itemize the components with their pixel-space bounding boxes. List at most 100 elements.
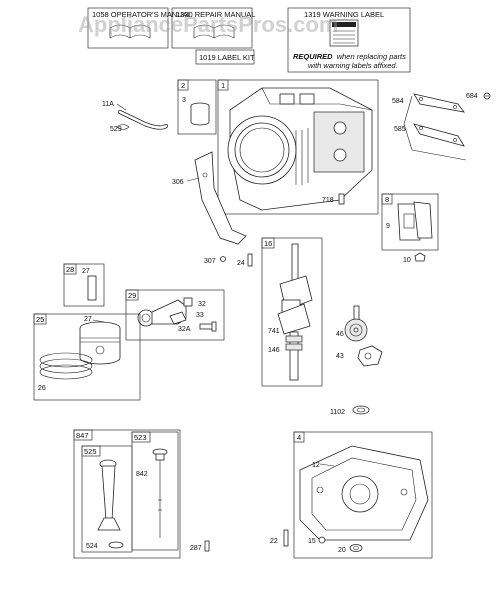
box-525-number: 525 (84, 447, 97, 456)
screw-684 (483, 92, 491, 100)
part-label-585: 585 (394, 126, 406, 133)
box-29 (125, 289, 225, 341)
part-label-22: 22 (270, 538, 278, 545)
oil-drain-plug (318, 536, 326, 544)
part-label-524: 524 (86, 543, 98, 550)
part-label-9: 9 (386, 223, 390, 230)
part-label-718: 718 (322, 197, 334, 204)
screw-22 (283, 529, 289, 547)
part-label-46: 46 (336, 331, 344, 338)
cylinder-bushing (190, 102, 210, 126)
camshaft (344, 305, 368, 342)
part-label-287: 287 (190, 545, 202, 552)
part-label-20: 20 (338, 547, 346, 554)
box-29-number: 29 (128, 291, 136, 300)
label-kit-title: 1019 LABEL KIT (199, 53, 255, 62)
cylinder-block (227, 87, 373, 211)
part-label-584: 584 (392, 98, 404, 105)
part-label-10: 10 (403, 257, 411, 264)
box-28 (63, 263, 105, 307)
operators-manual-box: 1058 OPERATOR'S MANUAL (87, 7, 192, 49)
part-label-529: 529 (110, 126, 122, 133)
part-label-306: 306 (172, 179, 184, 186)
part-label-3: 3 (182, 97, 186, 104)
crankshaft (277, 243, 313, 381)
crank-gear (285, 335, 303, 351)
dowel-pin (338, 193, 345, 205)
box-1 (217, 79, 379, 215)
valve-cover-gasket-584 (413, 93, 465, 113)
box-16 (261, 237, 323, 387)
warning-required-text: REQUIRED (293, 52, 333, 61)
box-4 (293, 431, 433, 559)
box-8 (381, 193, 439, 251)
box-2 (177, 79, 217, 135)
box-25-number: 25 (36, 315, 44, 324)
watermark: AppliancePartsPros.com (78, 12, 338, 37)
breather-tube (117, 109, 169, 130)
warning-sticker-icon (329, 19, 359, 47)
repair-manual-title: 1330 REPAIR MANUAL (176, 10, 255, 19)
box-4-number: 4 (297, 433, 301, 442)
piston (79, 321, 121, 365)
part-label-1102: 1102 (330, 409, 345, 416)
part-label-24: 24 (237, 260, 245, 267)
part-label-307: 307 (204, 258, 216, 265)
screw-307 (220, 256, 226, 262)
part-label-27a: 27 (82, 268, 90, 275)
box-16-number: 16 (264, 239, 272, 248)
book-icon (109, 24, 151, 39)
part-label-32a: 32A (178, 326, 191, 333)
hose-clamp (116, 124, 130, 130)
book-icon (193, 24, 235, 39)
part-label-15: 15 (308, 538, 316, 545)
part-label-12: 12 (312, 462, 320, 469)
part-label-146: 146 (268, 347, 280, 354)
box-847 (73, 429, 181, 559)
engine-sump (299, 445, 429, 541)
connecting-rod (137, 299, 187, 327)
pin-24 (247, 253, 253, 267)
warning-label-title: 1319 WARNING LABEL (304, 10, 384, 19)
box-523-number: 523 (134, 433, 147, 442)
screw-10 (414, 252, 426, 262)
oil-fill-tube (97, 459, 121, 531)
bolt-32a (199, 321, 217, 332)
valve-cover-gasket-585 (413, 123, 465, 147)
box-28-number: 28 (66, 265, 74, 274)
piston-rings (39, 352, 93, 380)
label-kit-box: 1019 LABEL KIT (195, 49, 255, 65)
part-label-11a: 11A (102, 101, 114, 108)
box-523 (131, 431, 179, 551)
part-label-33: 33 (196, 312, 204, 319)
dipstick (152, 448, 168, 538)
oil-seal (352, 405, 370, 415)
box-847-number: 847 (76, 431, 89, 440)
part-label-32: 32 (198, 301, 206, 308)
bolt-32 (183, 297, 193, 307)
oil-seal-20 (349, 544, 363, 552)
box-8-number: 8 (385, 195, 389, 204)
svg-text:REQUIRED when replacing: REQUIRED when replacing parts (293, 52, 406, 61)
warning-text-line2: with warning labels affixed. (308, 61, 398, 70)
screw-287 (204, 540, 210, 552)
box-1-number: 1 (221, 81, 225, 90)
warning-text-line1: when replacing parts (337, 52, 406, 61)
governor (357, 345, 383, 367)
part-label-26: 26 (38, 385, 46, 392)
operators-manual-title: 1058 OPERATOR'S MANUAL (92, 10, 192, 19)
part-label-741: 741 (268, 328, 280, 335)
repair-manual-box: 1330 REPAIR MANUAL (171, 7, 255, 49)
piston-pin (87, 275, 97, 301)
oring-524 (108, 541, 124, 549)
box-2-number: 2 (181, 81, 185, 90)
warning-label-box: 1319 WARNING LABEL REQUIRED when replaci… (287, 7, 411, 73)
air-guide (194, 151, 247, 245)
box-25 (33, 313, 141, 401)
part-label-842: 842 (136, 471, 148, 478)
part-label-43: 43 (336, 353, 344, 360)
part-label-684: 684 (466, 93, 478, 100)
part-label-27b: 27 (84, 316, 92, 323)
breather-cover (397, 201, 433, 241)
